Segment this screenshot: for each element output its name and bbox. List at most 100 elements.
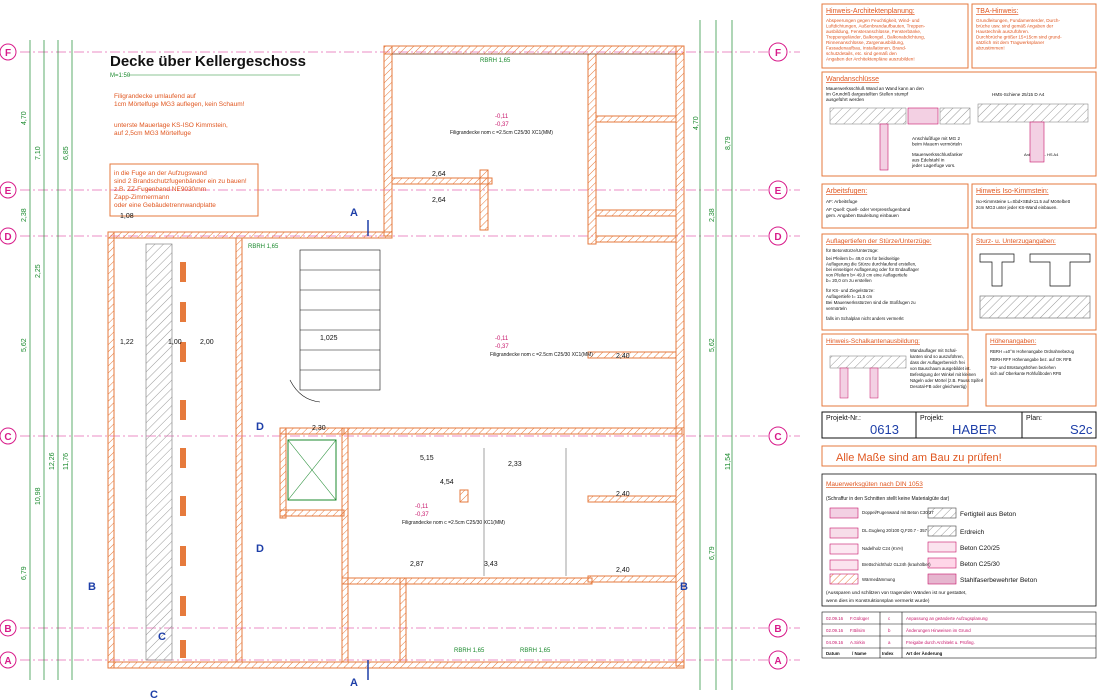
beam-sketch <box>979 253 1091 319</box>
slab-label: Filigrandecke nom c =2.5cm C25/30 XC1(MM… <box>490 352 593 358</box>
note-title: Sturz- u. Unterzugangaben: <box>976 238 1056 245</box>
revision-header: Datum <box>826 651 840 656</box>
revision-text: Freigabe durch Architekt u. Prüfing. <box>906 640 975 645</box>
note-line: auf 2,5cm MG3 Mörtelfuge <box>114 130 191 137</box>
legend-title: Mauerwerksgüten nach DIN 1053 <box>826 481 923 488</box>
note-line: im Grundriß dargestellten Stellen stumpf <box>826 92 909 97</box>
building-outline <box>107 45 685 669</box>
dim-text: 6,79 <box>709 546 716 560</box>
note-line: von Bauschaum ausgebildet ist. <box>910 366 971 371</box>
dim-text: 4,70 <box>693 116 700 130</box>
note-line: Nägeln oder Mörtel (z.B. Pauss Spiferl <box>910 378 983 383</box>
shaft-hatch <box>145 243 173 661</box>
legend-footnote: wenn dies im Konstruktionsplan vermerkt … <box>826 598 930 604</box>
rbrh-label: RBRH 1,65 <box>248 244 279 250</box>
legend-item: Nadelholz C24 (KVH) <box>862 546 904 551</box>
note-joint: in die Fuge an der Aufzugswand sind 2 Br… <box>114 170 247 209</box>
revision-text: Änderungen Hinweisen im Grund <box>906 628 971 633</box>
note-line: RBRH =±0°m Hohenangabe Ordnahnebezug <box>990 349 1075 354</box>
note-line: unterste Mauerlage KS-ISO Kimmstein, <box>114 122 228 129</box>
project-no: 0613 <box>870 422 899 437</box>
note-beams-box <box>971 233 1097 331</box>
edge-sketch <box>829 355 907 399</box>
revision-date: 04.09.16 <box>826 640 844 645</box>
legend-item: Doppel/Fugenwand mit Beton C30/37 <box>862 510 934 515</box>
dim-text: 11,54 <box>725 453 732 470</box>
note-line: Treppengeländer, Balkongel., Balkonabdic… <box>826 35 925 40</box>
revision-index: c <box>888 616 891 621</box>
note-line: Desotal-FB oder gleichwertig) <box>910 384 967 389</box>
dim-text: 2,40 <box>616 567 630 574</box>
dim-text: 10,98 <box>35 487 42 505</box>
note-line: aus Edelstahl in <box>912 158 945 163</box>
note-line: brüche usw. sind gemäß Angaben der <box>976 24 1054 29</box>
dim-text: 1,22 <box>120 339 134 346</box>
note-line: bei einseitiger Auflagerung oder für End… <box>826 267 920 272</box>
section-mark: D <box>256 421 264 433</box>
note-title: Wandanschlüsse <box>826 76 879 83</box>
dim-text: 2,64 <box>432 171 446 178</box>
legend-item: Beton C25/30 <box>960 561 1000 568</box>
revision-name: F.Bilsim <box>850 628 865 633</box>
dim-text: 6,85 <box>63 146 70 160</box>
note-edge-box <box>821 333 969 407</box>
legend-item: Brettschichtholz GL24h (kraxhölber) <box>862 562 931 567</box>
note-line: sind 2 Brandschutzfugenbänder ein zu bau… <box>114 178 247 185</box>
dimension-chain-left <box>29 40 73 680</box>
dim-text: 7,10 <box>35 146 42 160</box>
rbrh-label: RBRH 1,65 <box>480 58 511 64</box>
note-line: vermörteln <box>826 306 847 311</box>
note-line: von Pfeilern b< 49,0 cm eine Auflagertie… <box>826 273 908 278</box>
dim-text: 2,25 <box>35 264 42 278</box>
note-joints-box <box>821 183 969 229</box>
slab-labels: Filigrandecke nom c =2.5cm C25/30 XC1(MM… <box>402 130 593 526</box>
note-line: Haustechnik auszuführen. <box>976 29 1029 34</box>
dim-text: 3,43 <box>484 561 498 568</box>
section-mark: D <box>256 543 264 555</box>
note-support-box <box>821 233 969 331</box>
revision-index: a <box>888 640 891 645</box>
note-line: Luftdichtungen, Außenbrandaufbauten, Tre… <box>826 24 926 29</box>
wall-detail-sketch <box>829 103 1089 171</box>
revision-table <box>821 611 1097 659</box>
note-line: Befestigung der Winkel mit kleinen <box>910 372 977 377</box>
legend-subtitle: (Schraffur in den Schnitten stellt keine… <box>826 496 950 502</box>
note-line: Bei Mauerwerksstürzen sind die Stoßfugen… <box>826 300 916 305</box>
note-line: Mauerwerksschluß Wand an Wand kann an de… <box>826 86 924 91</box>
dim-text: 5,62 <box>21 338 28 352</box>
dim-text: 2,64 <box>432 197 446 204</box>
axis-label: D <box>774 232 781 243</box>
note-line: gem. Angaben Bauleitung einbauen <box>826 213 899 218</box>
revision-text: Anpassung an geänderte Aufzugsplanung <box>906 616 988 621</box>
revision-header: / Name <box>852 651 867 656</box>
note-line: Filigrandecke umlaufend auf <box>114 93 196 100</box>
note-line: Auflagerung die Stürze durchlaufend erst… <box>826 262 916 267</box>
note-line: Durchbrüche größer 15×15cm sind grund- <box>976 35 1062 40</box>
revision-index: b <box>888 628 891 633</box>
dim-text: 5,62 <box>709 338 716 352</box>
note-line: AF Quell: Quell- oder Verpressfugenband <box>826 207 911 212</box>
slab-label: Filigrandecke nom c =2.5cm C25/30 XC1(MM… <box>402 520 505 526</box>
note-line: ausbildung, Fensteranschlüsse, Fensterbä… <box>826 29 921 34</box>
axis-label: B <box>774 624 781 635</box>
note-line: oder eine Gebäudetrennwandplatte <box>114 202 216 209</box>
note-line: b= 20,0 cm zu erstellen <box>826 278 872 283</box>
slab-level: -0,37 <box>415 512 429 518</box>
axis-markers-left: F E D C B A <box>0 43 17 669</box>
dim-text: 2,40 <box>616 491 630 498</box>
plan-id: S2c <box>1070 422 1093 437</box>
note-line: kanten sind so auszuführen, <box>910 354 964 359</box>
axis-label: B <box>4 624 11 635</box>
note-line: AF: Arbeitsfuge <box>826 199 858 204</box>
note-line: Abspeerungen gegen Feuchtigkeit, Wind- u… <box>826 18 920 23</box>
section-mark: C <box>158 631 166 643</box>
slab-level: -0,37 <box>495 344 509 350</box>
legend-item: Stahlfaserbewehrter Beton <box>960 577 1037 584</box>
note-line: Zapp-Zimmermann <box>114 194 170 201</box>
note-line: Wandauflager mit Schal- <box>910 348 957 353</box>
section-mark: C <box>150 689 158 700</box>
revision-name: F.Gülüger <box>850 616 870 621</box>
note-line: Mauerwerksschlusfanker <box>912 152 963 157</box>
axis-label: F <box>775 48 781 59</box>
note-title: Arbeitsfugen: <box>826 188 867 195</box>
